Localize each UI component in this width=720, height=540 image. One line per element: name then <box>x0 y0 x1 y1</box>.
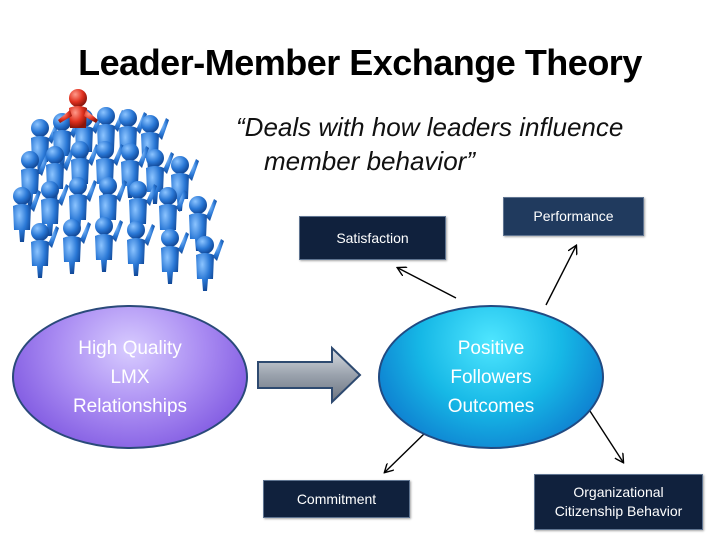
outcome-commitment-box: Commitment <box>263 480 410 518</box>
quote-open-mark: “ <box>236 112 245 142</box>
crowd-with-leader-illustration <box>13 89 224 291</box>
outcome-performance-box: Performance <box>503 197 644 236</box>
arrow-to-performance <box>545 246 576 306</box>
outcome-satisfaction-label: Satisfaction <box>336 229 409 246</box>
arrow-to-ocb <box>587 407 623 462</box>
quote-line-2: member behavior <box>264 146 467 176</box>
hq-node-line-1: High Quality <box>78 337 182 359</box>
arrow-to-satisfaction <box>398 268 457 299</box>
pos-node-line-1: Positive <box>457 337 525 359</box>
hq-node-line-2: LMX <box>110 366 150 388</box>
slide-title: Leader-Member Exchange Theory <box>78 42 642 83</box>
outcome-ocb-box: Organizational Citizenship Behavior <box>534 474 703 530</box>
high-quality-lmx-node: High Quality LMX Relationships <box>12 305 248 449</box>
quote-line-1: Deals with how leaders influence <box>244 112 624 142</box>
pos-node-line-3: Outcomes <box>447 395 535 417</box>
arrow-to-commitment <box>385 431 427 472</box>
outcome-ocb-label-line-2: Citizenship Behavior <box>554 503 683 519</box>
positive-outcomes-node: Positive Followers Outcomes <box>378 305 604 449</box>
outcome-ocb-label-line-1: Organizational <box>573 484 664 500</box>
leader-figure <box>58 89 98 128</box>
outcome-performance-label: Performance <box>533 208 614 224</box>
definition-quote: “Deals with how leaders influence member… <box>236 110 706 178</box>
hq-node-line-3: Relationships <box>72 395 188 417</box>
pos-node-line-2: Followers <box>450 366 532 388</box>
outcome-satisfaction-box: Satisfaction <box>299 216 446 260</box>
block-arrow <box>257 345 362 405</box>
quote-close-mark: ” <box>466 146 475 176</box>
outcome-commitment-label: Commitment <box>296 490 377 507</box>
